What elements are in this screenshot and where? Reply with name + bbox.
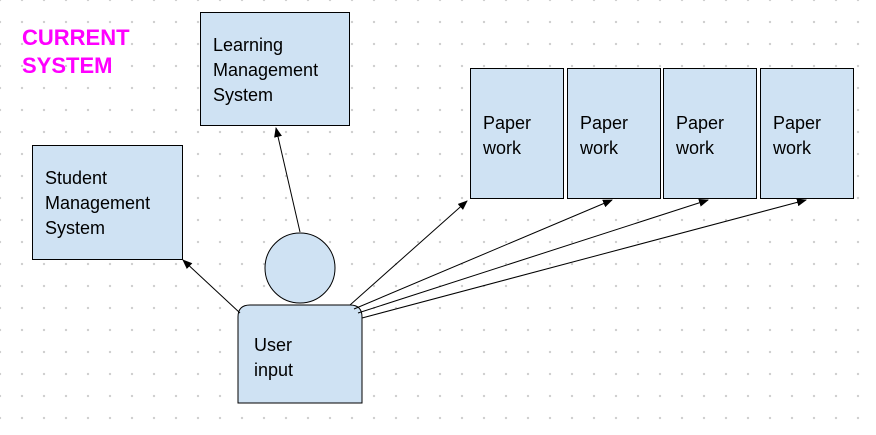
learning-management-system-box: Learning Management System (200, 12, 350, 126)
paperwork-box: Paper work (663, 68, 757, 199)
paperwork-box: Paper work (760, 68, 854, 199)
arrow-to-paperwork-4 (361, 198, 807, 319)
student-management-system-box: Student Management System (32, 145, 183, 260)
arrow-to-paperwork-1 (349, 200, 468, 306)
arrow-to-paperwork-2 (353, 199, 613, 310)
arrow-to-learning-management (274, 127, 301, 233)
paperwork-box: Paper work (567, 68, 661, 199)
diagram-title: CURRENT SYSTEM (22, 25, 130, 78)
paperwork-box: Paper work (470, 68, 564, 199)
arrow-to-paperwork-3 (357, 198, 709, 314)
arrow-to-student-management (182, 259, 241, 314)
user-body-shape (237, 304, 363, 404)
user-head-shape (264, 232, 336, 304)
user-input-label: User input (254, 335, 294, 380)
